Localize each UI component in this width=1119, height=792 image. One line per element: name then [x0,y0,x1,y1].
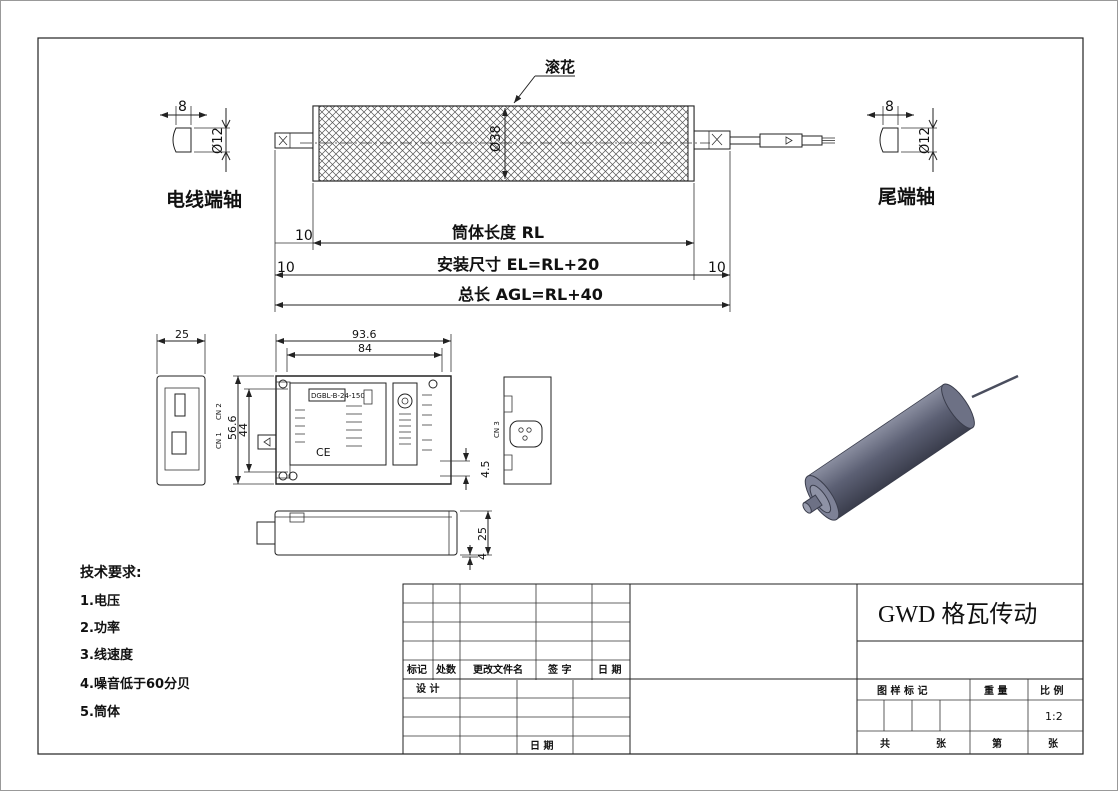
header-date: 日 期 [598,663,621,676]
dim-diameter-38: Ø38 [489,125,504,152]
length-dimensions: 10 筒体长度 RL 10 10 安装尺寸 EL=RL+20 总长 AGL=RL… [274,150,731,312]
drawing-mark-label: 图 样 标 记 [877,684,927,697]
tail-shaft-detail: 8 Ø12 尾端轴 [867,99,938,208]
requirement-item: 4.噪音低于60分贝 [80,677,191,692]
requirement-item: 5.筒体 [80,705,120,720]
total-length-label: 总长 AGL=RL+40 [458,285,603,304]
dim-25-left: 25 [175,328,189,341]
sheet-no-label: 第 [992,737,1002,750]
port-cn2: CN 2 [215,403,223,420]
sheet-unit-label: 张 [936,737,947,750]
dim-10-a: 10 [295,228,313,244]
dim-93-6: 93.6 [352,328,377,341]
design-label: 设 计 [416,682,439,695]
install-length-label: 安装尺寸 EL=RL+20 [437,255,599,274]
dim-10-b: 10 [277,260,295,276]
scale-label: 比 例 [1040,684,1063,697]
port-cn3: CN 3 [493,421,501,438]
sheet-unit2-label: 张 [1048,737,1059,750]
port-cn1: CN 1 [215,432,223,449]
total-sheets-label: 共 [880,737,890,750]
cable-shaft-detail: 8 Ø12 电线端轴 [160,99,242,211]
dim-shaft-d12-left: Ø12 [211,127,226,154]
tube-length-label: 筒体长度 RL [451,223,544,242]
title-block: 标记 处数 更改文件名 签 字 日 期 设 计 日 期 GWD 格瓦传动 图 样… [402,583,1084,755]
requirement-item: 2.功率 [80,621,120,636]
dim-shaft-8-left: 8 [178,99,187,115]
model-label: DGBL-B-24-150 [311,392,365,400]
dim-25-bottom: 25 [476,527,489,541]
dim-44: 44 [237,423,250,437]
requirement-item: 3.线速度 [80,648,133,663]
driver-front-view: 93.6 84 DGBL-B-24-150 CE 56.6 44 [226,328,492,490]
weight-label: 重 量 [984,684,1007,697]
dim-10-c: 10 [708,260,726,276]
scale-value: 1:2 [1045,710,1063,723]
date-label: 日 期 [530,739,553,752]
roller-3d-render [802,374,1019,521]
header-doc: 更改文件名 [473,663,523,676]
ce-mark: CE [316,446,331,459]
dim-shaft-8-right: 8 [885,99,894,115]
driver-bottom-view: 25 4 [256,510,492,570]
header-sign: 签 字 [547,663,571,676]
knurl-label: 滚花 [545,58,575,76]
dim-84: 84 [358,342,372,355]
dim-56-6: 56.6 [226,416,239,441]
requirements-title: 技术要求: [80,565,142,581]
cable-shaft-label: 电线端轴 [166,188,242,211]
header-count: 处数 [435,663,457,676]
dim-4: 4 [476,553,489,560]
driver-right-view: CN 3 [493,376,552,485]
driver-left-view: 25 CN 2 CN 1 [156,328,223,486]
company-name: GWD 格瓦传动 [878,601,1037,628]
roller-side-view: Ø38 滚花 [274,58,835,182]
tail-shaft-label: 尾端轴 [878,185,935,208]
dim-shaft-d12-right: Ø12 [918,127,933,154]
dim-4-5: 4.5 [479,461,492,479]
requirement-item: 1.电压 [80,594,120,609]
header-mark: 标记 [406,663,427,676]
